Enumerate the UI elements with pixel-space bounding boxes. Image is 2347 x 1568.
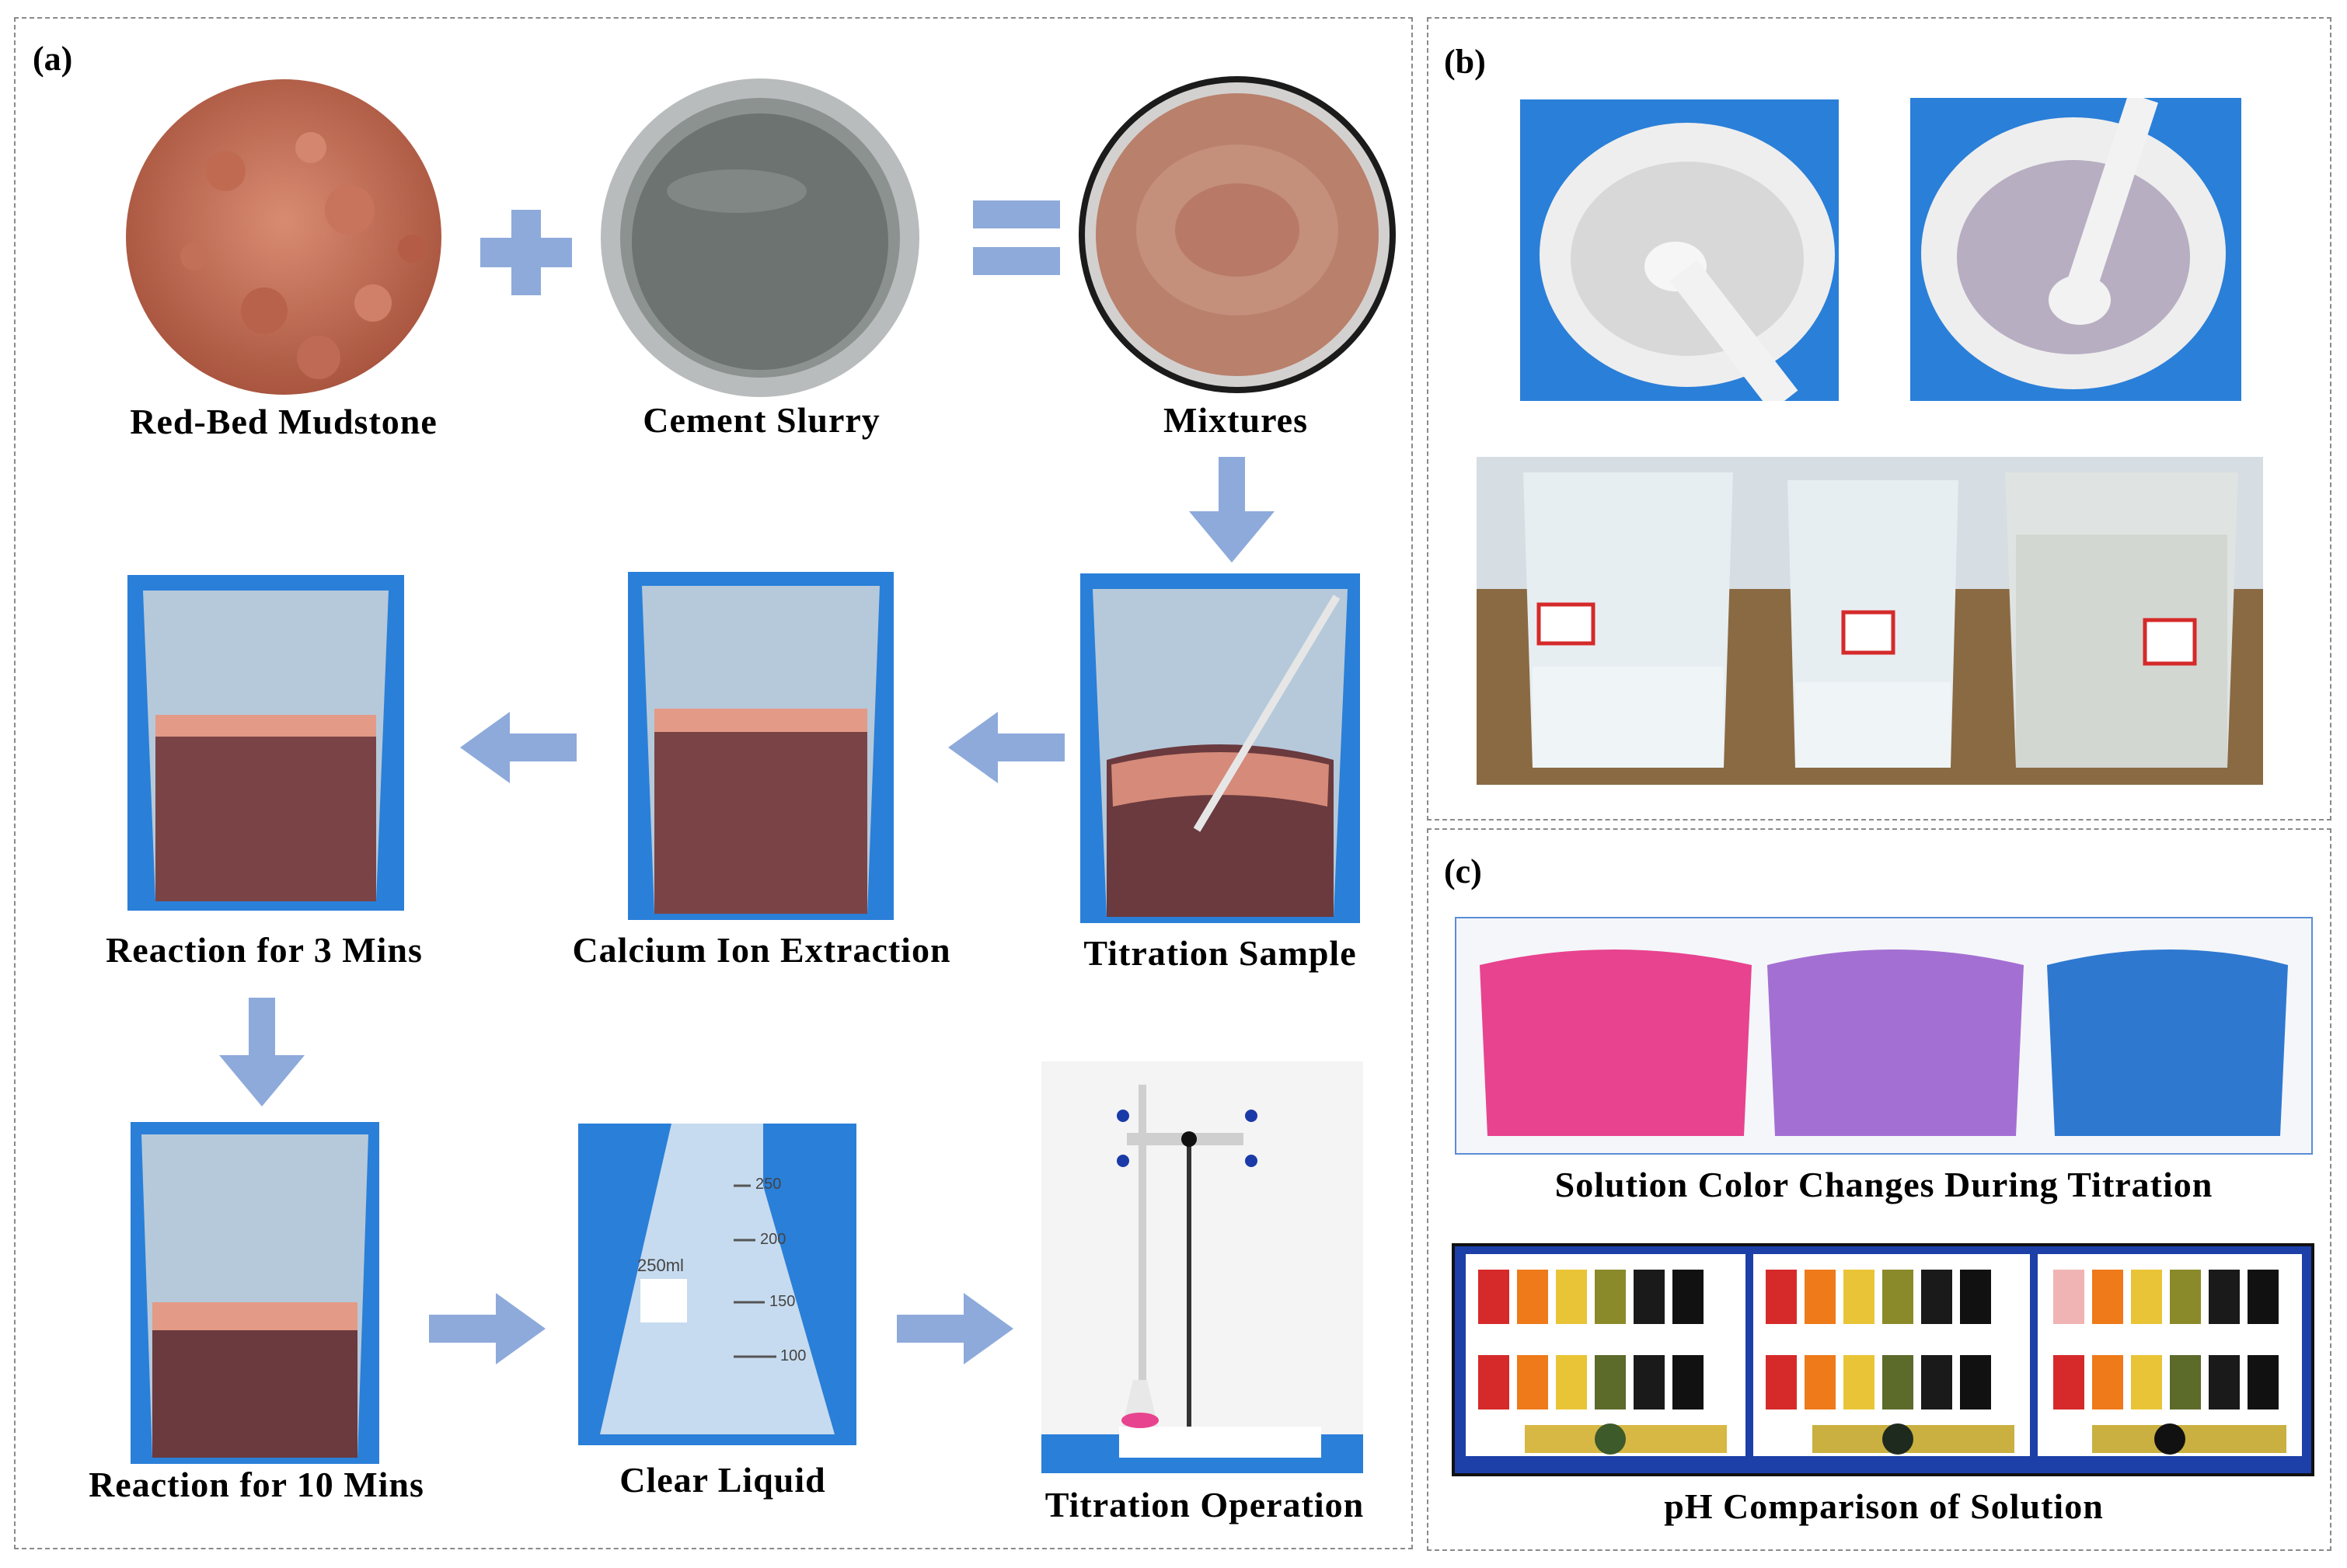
clear-liquid-photo: 250ml 250 200 150 100: [578, 1124, 856, 1445]
flask-tick-label: 100: [780, 1347, 806, 1364]
ph-strips-photo: [1452, 1243, 2314, 1476]
equals-icon: [973, 200, 1060, 275]
mortar-purple-powder-photo: [1910, 98, 2241, 401]
arrow-down-icon: [219, 998, 305, 1106]
arrow-left-icon: [948, 712, 1065, 783]
titration-operation-photo: [1041, 1061, 1363, 1473]
flask-tick-label: 200: [760, 1231, 786, 1248]
caption-titration-sample: Titration Sample: [1083, 933, 1357, 973]
panel-a-label: (a): [33, 40, 73, 78]
panel-a: [14, 17, 1413, 1549]
calcium-ion-extraction-photo: [628, 572, 894, 920]
caption-reaction-10-mins: Reaction for 10 Mins: [89, 1465, 424, 1504]
caption-mixtures: Mixtures: [1163, 400, 1308, 440]
arrow-down-icon: [1189, 457, 1275, 563]
arrow-left-icon: [460, 712, 577, 783]
arrow-right-icon: [897, 1293, 1013, 1364]
arrow-right-icon: [429, 1293, 546, 1364]
panel-b: [1427, 17, 2331, 821]
flask-tick-label: 150: [769, 1293, 795, 1310]
caption-reaction-3-mins: Reaction for 3 Mins: [106, 930, 423, 970]
panel-c-label: (c): [1444, 852, 1482, 890]
caption-titration-operation: Titration Operation: [1044, 1485, 1365, 1524]
beakers-clear-solution-photo: [1477, 457, 2263, 785]
red-bed-mudstone-photo: [124, 78, 443, 396]
panel-c: [1427, 828, 2331, 1551]
caption-solution-color-changes: Solution Color Changes During Titration: [1554, 1165, 2213, 1204]
flask-volume-label: 250ml: [637, 1256, 684, 1275]
reaction-3-mins-photo: [127, 575, 404, 911]
caption-ph-comparison: pH Comparison of Solution: [1664, 1486, 2104, 1526]
caption-red-bed-mudstone: Red-Bed Mudstone: [130, 402, 438, 441]
panel-b-label: (b): [1444, 43, 1486, 81]
caption-cement-slurry: Cement Slurry: [643, 400, 881, 440]
caption-calcium-ion-extraction: Calcium Ion Extraction: [572, 930, 951, 970]
titration-color-flasks-photo: [1455, 917, 2313, 1155]
titration-sample-photo: [1080, 573, 1360, 923]
plus-icon: [480, 210, 572, 295]
caption-clear-liquid: Clear Liquid: [619, 1460, 826, 1500]
mortar-white-powder-photo: [1520, 99, 1839, 401]
mixtures-photo: [1077, 75, 1397, 395]
cement-slurry-photo: [597, 75, 923, 401]
flask-tick-label: 250: [755, 1176, 781, 1193]
reaction-10-mins-photo: [131, 1122, 379, 1464]
